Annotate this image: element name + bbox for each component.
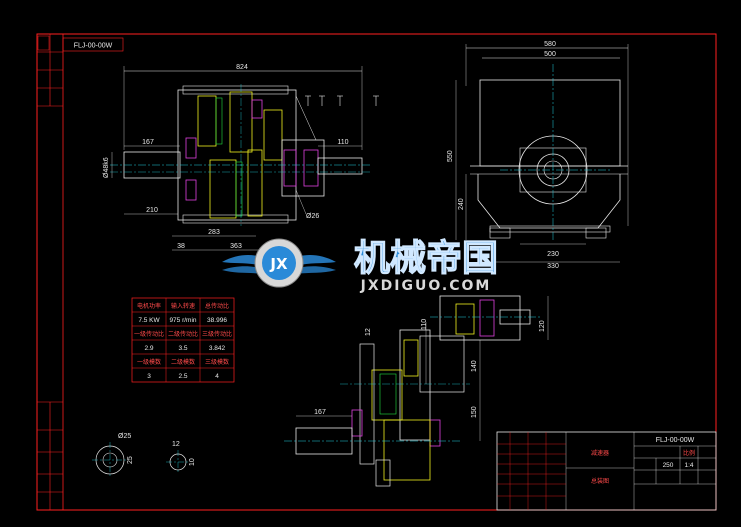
dim-view-height: 550	[447, 150, 454, 162]
dim-363: 363	[230, 243, 242, 250]
spec-cell: 三级模数	[205, 358, 229, 366]
dim-hole-a: 25	[127, 456, 134, 464]
spec-cell: 2.9	[144, 345, 153, 352]
dim-lower-140: 140	[471, 360, 478, 372]
dim-hole-b: 12	[172, 441, 180, 448]
spec-cell: 总传动比	[205, 302, 229, 310]
dim-phi-right: Ø26	[306, 213, 319, 220]
dim-view-230: 230	[547, 251, 559, 258]
dim-lower-12: 12	[365, 328, 372, 336]
dim-283: 283	[208, 229, 220, 236]
code-box-top	[62, 37, 124, 52]
dim-view-240: 240	[458, 198, 465, 210]
gearbox-plan-view: 824	[103, 64, 379, 251]
spec-cell: 4	[215, 373, 219, 380]
gearbox-side-view: 580 500 550 240 230 330	[447, 41, 629, 270]
title-scale-value: 1:4	[684, 462, 693, 469]
watermark-url: JXDIGUO.COM	[360, 278, 492, 294]
dim-view-330: 330	[547, 263, 559, 270]
dim-left-shaft: 167	[142, 139, 154, 146]
dim-right-shaft: 110	[337, 139, 348, 146]
spec-cell: 二级模数	[171, 358, 195, 366]
drawing-border	[36, 33, 717, 511]
watermark-badge: JX	[269, 255, 288, 273]
spec-cell: 3.842	[209, 345, 226, 352]
spec-cell: 一级模数	[137, 358, 161, 366]
spec-cell: 输入转速	[171, 302, 195, 310]
dim-lower-167: 167	[314, 409, 326, 416]
title-scale-label: 比例	[683, 449, 695, 457]
watermark-logo: JX 机械帝国 JXDIGUO.COM	[222, 237, 499, 294]
dim-hole-phi: Ø25	[118, 433, 131, 440]
hole-detail-view: Ø25 25 12 10	[92, 433, 196, 478]
dim-lower-110: 110	[421, 319, 428, 330]
title-block: FLJ-00-00W 减速器 总装图 比例 250 1:4	[496, 431, 717, 511]
dim-lower-150: 150	[471, 406, 478, 418]
spec-cell: 二级传动比	[168, 330, 198, 338]
title-drawing-code: FLJ-00-00W	[656, 437, 695, 444]
dim-view-width-outer: 580	[544, 41, 556, 48]
spec-cell: 3	[147, 373, 151, 380]
title-part-name: 减速器	[591, 449, 609, 457]
spec-table: 电机功率 输入转速 总传动比 7.5 KW 975 r/min 38.996 一…	[131, 297, 235, 383]
dim-overall-length: 824	[236, 64, 248, 71]
left-binding-strip	[37, 34, 63, 510]
dim-210: 210	[146, 207, 158, 214]
spec-cell: 7.5 KW	[138, 317, 160, 324]
dim-lower-120: 120	[539, 320, 546, 332]
watermark-cn-text: 机械帝国	[354, 238, 498, 279]
title-material: 总装图	[591, 477, 609, 485]
spec-cell: 三级传动比	[202, 330, 232, 338]
gear-section-view: 120 167 12 110 140 150	[284, 295, 549, 487]
spec-cell: 电机功率	[137, 302, 161, 310]
dim-view-width-inner: 500	[544, 51, 556, 58]
spec-cell: 2.5	[178, 373, 187, 380]
spec-cell: 975 r/min	[169, 317, 196, 324]
spec-cell: 38.996	[207, 317, 227, 324]
dim-38: 38	[177, 243, 185, 250]
dim-hole-c: 10	[189, 458, 196, 466]
drawing-code-top: FLJ-00-00W	[74, 43, 113, 50]
spec-cell: 3.5	[178, 345, 187, 352]
title-qty: 250	[663, 462, 674, 469]
dim-phi-left: Ø48k6	[103, 157, 110, 178]
spec-cell: 一级传动比	[134, 330, 164, 338]
